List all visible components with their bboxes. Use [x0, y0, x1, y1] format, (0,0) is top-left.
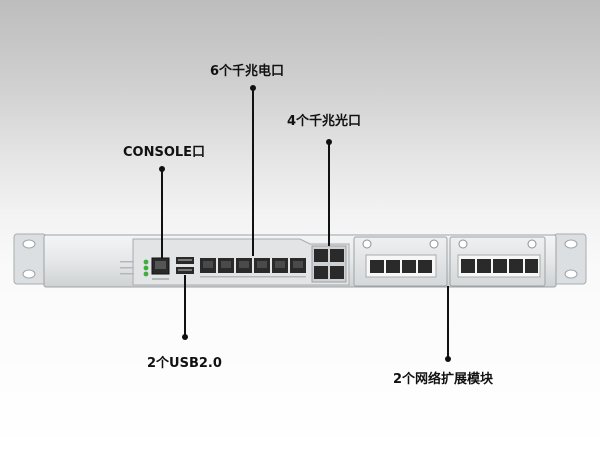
callout-expansion-line	[447, 286, 449, 358]
rack-ear-left	[13, 233, 47, 285]
rack-ear-right	[553, 233, 587, 285]
callout-gigabit-fiber-line	[328, 142, 330, 246]
status-leds	[120, 259, 149, 277]
sfp-fiber-ports	[311, 245, 347, 283]
console-port	[151, 257, 170, 280]
usb-ports	[176, 257, 194, 274]
callout-usb: 2个USB2.0	[147, 356, 222, 371]
expansion-module-1	[353, 236, 448, 287]
expansion-module-2	[449, 236, 546, 287]
callout-usb-dot	[182, 334, 188, 340]
callout-gigabit-copper-line	[252, 88, 254, 256]
rj45-copper-ports	[200, 258, 306, 278]
callout-gigabit-fiber: 4个千兆光口	[287, 114, 362, 129]
callout-gigabit-copper: 6个千兆电口	[210, 64, 285, 79]
callout-expansion: 2个网络扩展模块	[393, 372, 494, 387]
callout-expansion-dot	[445, 356, 451, 362]
callout-console: CONSOLE口	[123, 145, 206, 160]
callout-console-line	[161, 169, 163, 258]
callout-usb-line	[184, 275, 186, 337]
